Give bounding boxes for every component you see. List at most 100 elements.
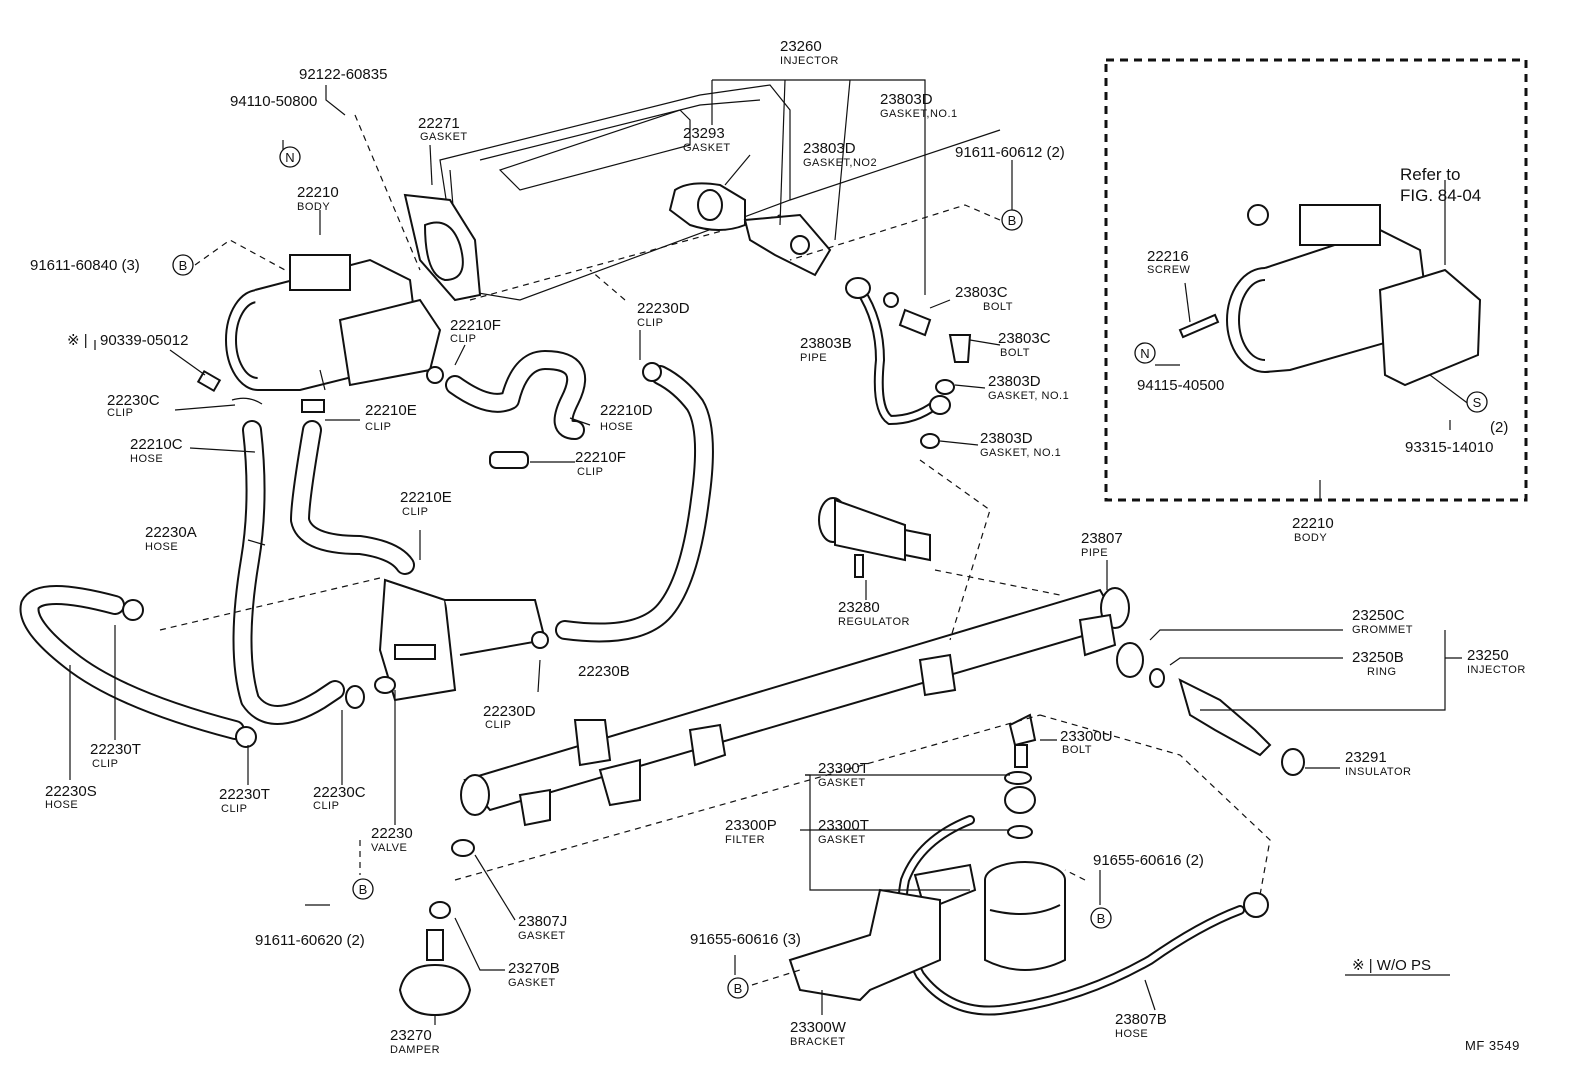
label-22230c-lower: 22230C	[313, 784, 366, 801]
clip-22230t-bottom-shape	[235, 726, 257, 748]
clip-22210f-lower-shape	[489, 451, 529, 469]
label-22210: 22210	[297, 184, 339, 201]
label-23300p-name: FILTER	[725, 834, 765, 846]
label-23280-name: REGULATOR	[838, 616, 910, 628]
refer-to-line1: Refer to	[1400, 165, 1460, 184]
label-91655-2: 91655-60616 (2)	[1093, 852, 1204, 869]
label-22210f-upper-name: CLIP	[450, 333, 476, 345]
label-91611-60840: 91611-60840 (3)	[30, 257, 140, 274]
label-23300t-2-name: GASKET	[818, 834, 866, 846]
label-22230t-bottom: 22230T	[219, 786, 270, 803]
label-22230d-upper-name: CLIP	[637, 317, 663, 329]
label-22230t-left: 22230T	[90, 741, 141, 758]
label-23300u-name: BOLT	[1062, 744, 1092, 756]
label-23803d-2-name: GASKET, NO.1	[988, 390, 1069, 402]
label-22230-name: VALVE	[371, 842, 407, 854]
label-22216: 22216	[1147, 248, 1189, 265]
label-22230s: 22230S	[45, 783, 97, 800]
label-23250: 23250	[1467, 647, 1509, 664]
label-23803d-no2: 23803D	[803, 140, 856, 157]
label-box-22210: 22210	[1292, 515, 1334, 532]
hose-22230a-shape	[290, 420, 415, 575]
label-23280: 23280	[838, 599, 880, 616]
marker-s-1: S	[1466, 391, 1488, 413]
label-23803b-name: PIPE	[800, 352, 827, 364]
label-23807b: 23807B	[1115, 1011, 1167, 1028]
hose-22210c-shape	[232, 420, 345, 725]
svg-text:B: B	[1008, 213, 1017, 228]
label-23803d-2: 23803D	[988, 373, 1041, 390]
label-22210e-upper-name: CLIP	[365, 421, 391, 433]
label-22230c-upper-name: CLIP	[107, 407, 133, 419]
label-22230t-left-name: CLIP	[92, 758, 118, 770]
label-23803d-top: 23803D	[880, 91, 933, 108]
label-23803d-3: 23803D	[980, 430, 1033, 447]
label-23807b-name: HOSE	[1115, 1028, 1148, 1040]
label-23300u: 23300U	[1060, 728, 1113, 745]
label-22230d-lower-name: CLIP	[485, 719, 511, 731]
gasket-23803d-3-shape	[920, 433, 940, 449]
gasket-23803d-2-shape	[935, 379, 955, 395]
label-22216-name: SCREW	[1147, 264, 1191, 276]
injector-23250-shape	[1178, 678, 1272, 757]
label-22210e-lower: 22210E	[400, 489, 452, 506]
label-22230: 22230	[371, 825, 413, 842]
label-23250-name: INJECTOR	[1467, 664, 1526, 676]
label-22230s-name: HOSE	[45, 799, 78, 811]
label-22230a: 22230A	[145, 524, 197, 541]
label-90339-05012: 90339-05012	[100, 332, 188, 349]
label-23300w: 23300W	[790, 1019, 847, 1036]
svg-text:S: S	[1473, 395, 1482, 410]
fuel-filter-23300p-shape	[913, 713, 1066, 971]
label-22230c-upper: 22230C	[107, 392, 160, 409]
label-23803c-1-name: BOLT	[983, 301, 1013, 313]
svg-text:N: N	[285, 150, 294, 165]
label-box-22210-name: BODY	[1294, 532, 1327, 544]
bolt-23803c-1-shape	[898, 308, 932, 337]
label-94115-40500: 94115-40500	[1137, 377, 1224, 394]
marker-n-2: N	[1134, 342, 1156, 364]
bolt-90339-shape	[196, 369, 222, 393]
label-22230d-lower: 22230D	[483, 703, 536, 720]
ring-23250b-shape	[1149, 668, 1165, 688]
damper-23270-shape	[398, 929, 472, 1017]
label-91611-60620: 91611-60620 (2)	[255, 932, 365, 949]
label-22210f-upper: 22210F	[450, 317, 501, 334]
leader-lines	[69, 79, 1471, 1025]
label-23803d-top-name: GASKET,NO.1	[880, 108, 958, 120]
svg-text:B: B	[359, 882, 368, 897]
clip-22230d-upper-shape	[642, 362, 662, 382]
screw-22216-shape	[1178, 313, 1220, 339]
label-23250b: 23250B	[1352, 649, 1404, 666]
label-22230t-bottom-name: CLIP	[221, 803, 247, 815]
label-23293: 23293	[683, 125, 725, 142]
gasket-23803d-top-shape	[883, 292, 899, 308]
pipe-23803b-shape	[845, 277, 951, 426]
label-23260-name: INJECTOR	[780, 55, 839, 67]
label-23300w-name: BRACKET	[790, 1036, 845, 1048]
label-23260: 23260	[780, 38, 822, 55]
delivery-pipe-23807-shape	[460, 587, 1130, 827]
hose-23807b-shape	[897, 815, 1269, 1016]
svg-text:N: N	[1140, 346, 1149, 361]
injector-23260-shape	[668, 182, 832, 277]
hose-22210d-shape	[445, 350, 587, 440]
label-22210c-name: HOSE	[130, 453, 163, 465]
label-93315-qty: (2)	[1490, 419, 1508, 436]
svg-text:B: B	[734, 981, 743, 996]
label-22271: 22271	[418, 115, 460, 132]
label-23291: 23291	[1345, 749, 1387, 766]
label-23300t-1: 23300T	[818, 760, 869, 777]
label-23803b: 23803B	[800, 335, 852, 352]
label-91655-3: 91655-60616 (3)	[690, 931, 801, 948]
hose-22230s-shape	[19, 585, 245, 740]
part-labels: 92122-60835 94110-50800 22271 GASKET 222…	[30, 38, 1526, 1056]
label-23300t-2: 23300T	[818, 817, 869, 834]
label-22210d: 22210D	[600, 402, 653, 419]
label-94110-50800: 94110-50800	[230, 93, 317, 110]
label-23270: 23270	[390, 1027, 432, 1044]
label-90339-star: ※ |	[67, 332, 88, 349]
label-23807: 23807	[1081, 530, 1123, 547]
gasket-23807j-shape	[451, 839, 475, 857]
